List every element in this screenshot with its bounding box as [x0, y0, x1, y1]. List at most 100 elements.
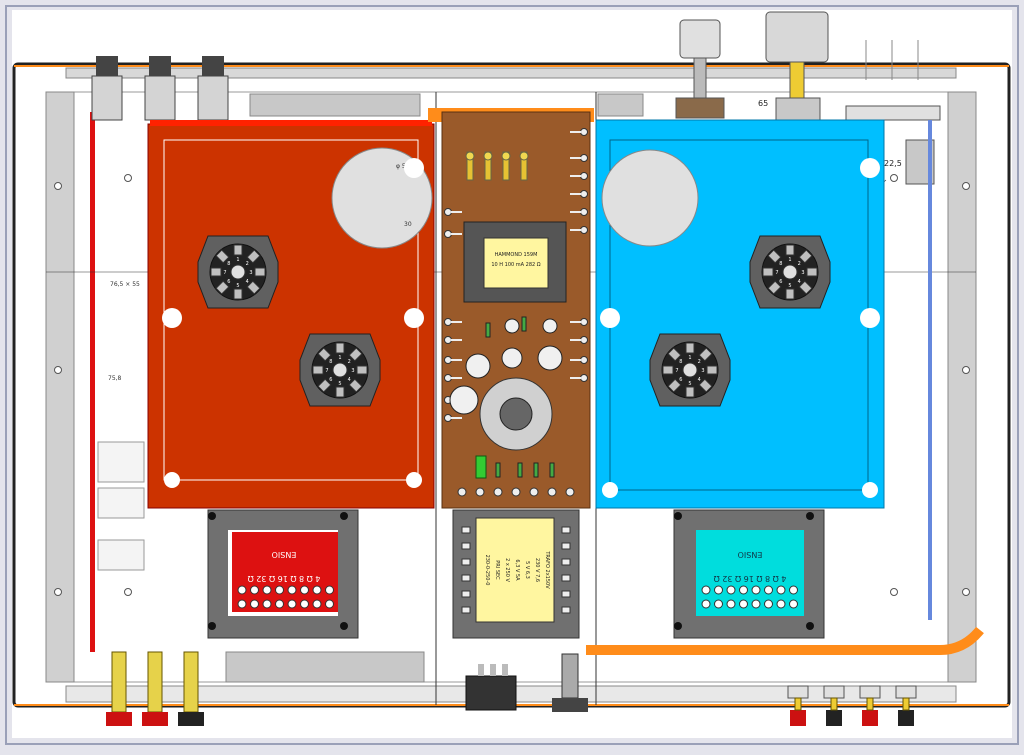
fuse-body [561, 653, 579, 699]
resistor [517, 462, 523, 478]
speaker-post-base [787, 685, 809, 699]
side-block-1 [97, 441, 145, 483]
socket-pin-number: 5 [236, 283, 239, 289]
terminal-bottom [475, 487, 485, 497]
power-tx-line: PRI SEC [494, 560, 500, 580]
selector-shaft [789, 61, 805, 99]
dim-label-left-1: 76,5 × 55 [110, 281, 140, 288]
socket-pin [785, 244, 795, 256]
socket-pin [215, 249, 230, 264]
ot-lug [739, 585, 748, 595]
socket-pin [215, 280, 230, 295]
right-output-transformer: ENSIO 4 Ω 8 Ω 16 Ω 32 Ω [673, 509, 825, 639]
terminal-left [444, 230, 452, 238]
ptx-lug [461, 574, 471, 582]
ot-lug [287, 599, 297, 609]
socket-pin-number: 3 [351, 368, 354, 374]
side-block-2 [97, 487, 145, 519]
speaker-post-cap [898, 710, 914, 726]
right-side-rail [947, 91, 977, 683]
ot-lug [250, 585, 259, 595]
ot-lug [726, 599, 736, 609]
socket-pin [317, 347, 332, 362]
left-ot-taps: 4 Ω 8 Ω 16 Ω 32 Ω [248, 574, 321, 583]
socket-pin [312, 365, 324, 375]
socket-pin-number: 1 [788, 257, 791, 263]
volume-pot [675, 97, 725, 119]
socket-pin-number: 2 [348, 359, 351, 365]
ot-bolt [340, 512, 348, 520]
speaker-post-base [823, 685, 845, 699]
terminal-bottom [565, 487, 575, 497]
socket-pin [233, 244, 243, 256]
socket-pin-number: 6 [329, 377, 332, 383]
rca-input-1-jack [106, 712, 132, 726]
grey-block-top-right [597, 93, 644, 117]
power-tx-line: 6,3 V 5A [514, 559, 520, 581]
socket-pin [798, 280, 813, 295]
socket-pin [706, 365, 718, 375]
ptx-lug [461, 558, 471, 566]
socket-pin-number: 6 [679, 377, 682, 383]
iec-pin-1 [478, 664, 484, 676]
socket-pin [667, 378, 682, 393]
lug-ring [519, 151, 529, 161]
power-tx-label [475, 517, 555, 623]
lug-ring [501, 151, 511, 161]
ot-bolt [674, 622, 682, 630]
mounting-hole [54, 182, 62, 190]
socket-pin-number: 2 [246, 261, 249, 267]
ot-lug [287, 585, 297, 595]
ptx-lug [561, 574, 571, 582]
input-jack-2 [144, 75, 176, 121]
socket-pin-number: 7 [223, 270, 226, 276]
ptx-lug [461, 542, 471, 550]
transformer-terminals [208, 512, 814, 630]
socket-pin-number: 4 [698, 377, 701, 383]
dim-label-65: 65 [758, 99, 768, 108]
socket-pin-number: 2 [798, 261, 801, 267]
terminal-left [444, 336, 452, 344]
left-plate-notches [162, 158, 424, 488]
terminal-right [580, 336, 588, 344]
top-input-jacks [91, 56, 229, 121]
socket-pin [698, 347, 713, 362]
ot-bolt [208, 622, 216, 630]
socket-pin-number: 1 [688, 355, 691, 361]
socket-pin [335, 386, 345, 398]
blue-wire-right [928, 120, 932, 620]
mounting-hole [54, 588, 62, 596]
choke-label-2: 10 H 100 mA 282 Ω [491, 262, 540, 268]
ot-lug [789, 585, 798, 595]
ot-bolt [806, 622, 814, 630]
mounting-hole [962, 588, 970, 596]
ot-lug [764, 585, 773, 595]
rca-input-1 [111, 651, 127, 713]
lug-ring [483, 151, 493, 161]
ot-bolt [340, 622, 348, 630]
rectifier-socket-center [499, 397, 533, 431]
fuse-holder [552, 653, 588, 712]
ot-lug [739, 599, 748, 609]
input-jack-3-cap [202, 56, 224, 76]
speaker-post-stem [866, 697, 874, 711]
socket-pin-number: 1 [236, 257, 239, 263]
speaker-post-stem [830, 697, 838, 711]
iec-inlet [465, 664, 517, 711]
socket-pin [667, 347, 682, 362]
speaker-post-cap [826, 710, 842, 726]
input-jack-2-cap [149, 56, 171, 76]
ot-bolt [806, 512, 814, 520]
resistor [533, 462, 539, 478]
socket-pin [685, 342, 695, 354]
mounting-hole [890, 588, 898, 596]
socket-pin-number: 4 [348, 377, 351, 383]
selector-knob [765, 11, 829, 63]
power-tx-line: TRAFO 2x150V [544, 550, 550, 589]
socket-pin-number: 4 [798, 279, 801, 285]
socket-key [782, 264, 798, 280]
socket-pin [762, 267, 774, 277]
